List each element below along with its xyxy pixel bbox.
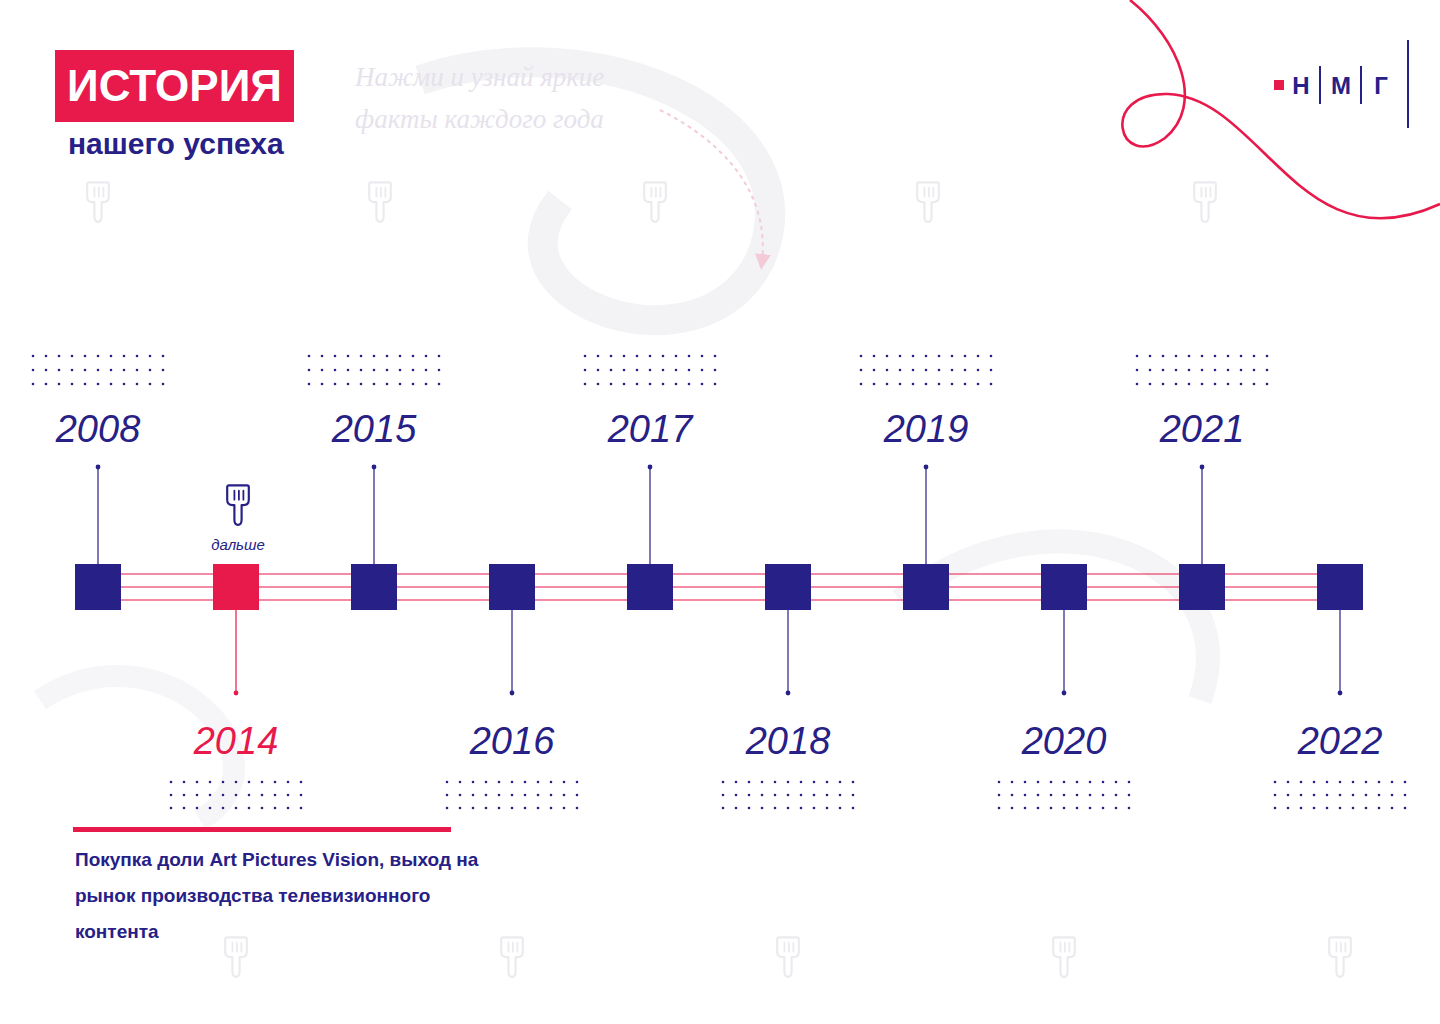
next-hint: дальше (211, 535, 265, 555)
timeline-square: 2021 (1179, 564, 1225, 610)
year-label: 2018 (746, 718, 831, 764)
logo-square (1274, 80, 1284, 90)
decorative-curve (1122, 0, 1440, 218)
hand-icon (227, 485, 249, 525)
dot-grid (1274, 781, 1407, 810)
dot-grid (1136, 355, 1269, 386)
year-label: 2014 (194, 718, 279, 764)
timeline-link (121, 574, 213, 600)
year-label: 2019 (884, 406, 969, 452)
leader-dot (1200, 465, 1205, 470)
leader-line (511, 610, 512, 693)
dot-grid (32, 355, 165, 386)
timeline-square: 2015 (351, 564, 397, 610)
timeline-square: 2016 (489, 564, 535, 610)
year-label: 2021 (1160, 406, 1245, 452)
timeline-square: 2008 (75, 564, 121, 610)
leader-dot (372, 465, 377, 470)
timeline-square: 2014 (213, 564, 259, 610)
background-swirl (900, 541, 1208, 700)
leader-line (1201, 467, 1202, 564)
dot-grid (170, 781, 303, 810)
dot-grid (722, 781, 855, 810)
logo-separator (1319, 66, 1321, 104)
year-label: 2017 (608, 406, 693, 452)
leader-line (235, 610, 236, 693)
subtitle: нашего успеха (68, 124, 284, 164)
timeline-square: 2019 (903, 564, 949, 610)
leader-line (649, 467, 650, 564)
leader-dot (786, 691, 791, 696)
leader-dot (924, 465, 929, 470)
timeline-square: 2020 (1041, 564, 1087, 610)
logo-letter: Н (1292, 70, 1309, 102)
leader-dot (96, 465, 101, 470)
dot-grid (446, 781, 579, 810)
leader-dot (648, 465, 653, 470)
background-swirl (420, 62, 770, 320)
year-label: 2022 (1298, 718, 1383, 764)
year-description: Покупка доли Art Pictures Vision, выход … (75, 842, 480, 950)
hint-arrow (660, 110, 763, 262)
timeline-link (1087, 574, 1179, 600)
timeline-square: 2022 (1317, 564, 1363, 610)
leader-line (1063, 610, 1064, 693)
dot-grid (584, 355, 717, 386)
timeline-link (811, 574, 903, 600)
logo-letter: М (1331, 70, 1351, 102)
leader-line (1339, 610, 1340, 693)
timeline-link (259, 574, 351, 600)
watermark-hint: Нажми и узнай яркие факты каждого года (355, 56, 645, 140)
logo-separator (1360, 66, 1362, 104)
timeline-link (949, 574, 1041, 600)
logo-letter: Г (1374, 70, 1388, 102)
timeline-square: 2017 (627, 564, 673, 610)
year-label: 2008 (56, 406, 141, 452)
leader-dot (1062, 691, 1067, 696)
dot-grid (998, 781, 1131, 810)
leader-line (787, 610, 788, 693)
timeline-link (397, 574, 489, 600)
leader-line (373, 467, 374, 564)
title-banner: ИСТОРИЯ (55, 50, 294, 122)
logo-separator (1407, 40, 1409, 128)
leader-dot (1338, 691, 1343, 696)
timeline-link (535, 574, 627, 600)
year-label: 2020 (1022, 718, 1107, 764)
leader-line (925, 467, 926, 564)
timeline-square: 2018 (765, 564, 811, 610)
timeline-link (673, 574, 765, 600)
timeline-link (1225, 574, 1317, 600)
year-label: 2015 (332, 406, 417, 452)
leader-dot (234, 691, 239, 696)
leader-line (97, 467, 98, 564)
accent-bar (73, 827, 451, 832)
dot-grid (308, 355, 441, 386)
dot-grid (860, 355, 993, 386)
leader-dot (510, 691, 515, 696)
year-label: 2016 (470, 718, 555, 764)
